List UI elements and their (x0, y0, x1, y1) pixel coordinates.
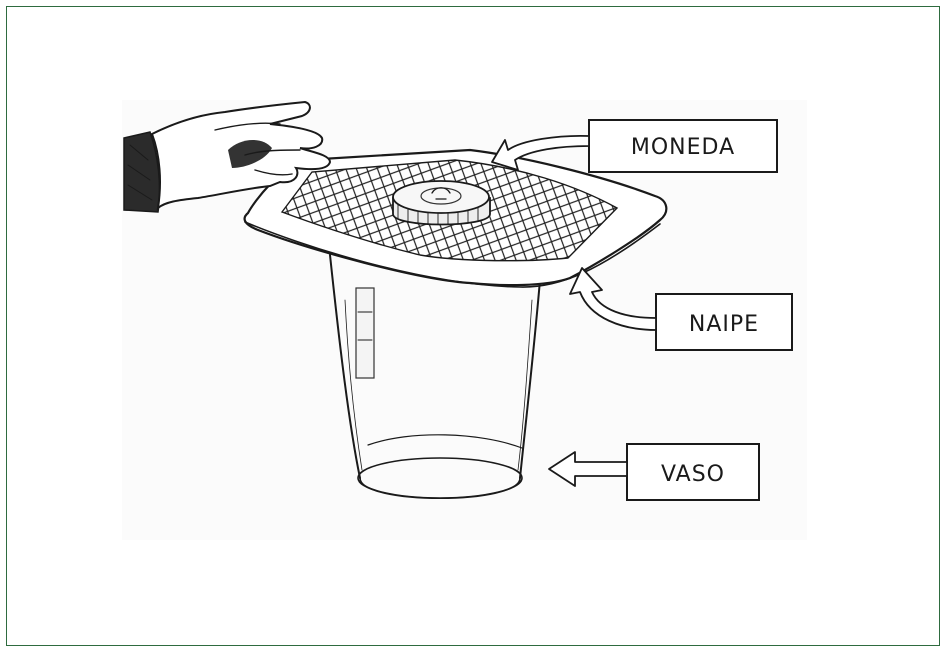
coin-card-glass-illustration: MONEDA NAIPE VASO (0, 0, 948, 628)
label-moneda-text: MONEDA (631, 135, 735, 160)
label-vaso-text: VASO (661, 462, 725, 487)
label-vaso: VASO (627, 444, 759, 500)
label-naipe: NAIPE (656, 294, 792, 350)
label-moneda: MONEDA (589, 120, 777, 172)
glass-tape-label (356, 288, 374, 378)
coin-drawing (393, 181, 490, 225)
label-naipe-text: NAIPE (689, 312, 759, 337)
